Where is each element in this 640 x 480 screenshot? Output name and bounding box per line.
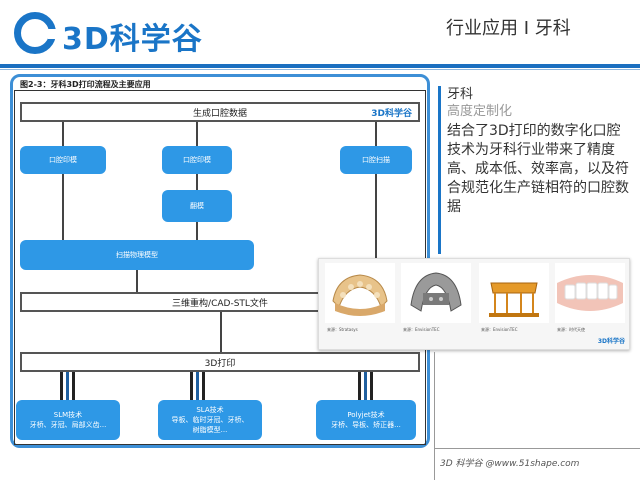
resin-framework-photo: [479, 263, 549, 323]
connector: [196, 122, 198, 146]
output-sla: SLA技术 导板、临时牙冠、牙桥、 树脂模型...: [158, 400, 262, 440]
photo-strip: 来源：Stratasys 来源：EnvisionTEC 来源：EnvisionT…: [318, 258, 630, 350]
metal-framework-photo: [401, 263, 471, 323]
connector: [62, 174, 64, 240]
header-divider: [0, 64, 640, 68]
node-mold: 翻模: [162, 190, 232, 222]
connector: [196, 222, 198, 240]
connector: [375, 174, 377, 292]
footer-side-line: [434, 352, 435, 480]
connector: [72, 372, 75, 400]
top-bar-label: 生成口腔数据: [192, 108, 247, 119]
node-oral-impression-2: 口腔印模: [162, 146, 232, 174]
connector: [220, 312, 222, 352]
connector: [202, 372, 205, 400]
footer-text: 3D 科学谷 @www.51shape.com: [440, 459, 580, 469]
photo-caption-1: 来源：Stratasys: [327, 327, 358, 332]
logo-text: 3D科学谷: [62, 22, 203, 57]
node-oral-scan: 口腔扫描: [340, 146, 412, 174]
panel-heading: 牙科: [447, 87, 474, 102]
connector: [196, 372, 199, 400]
output-slm-title: SLM技术: [53, 411, 83, 419]
connector: [190, 372, 193, 400]
logo-ring-icon: [14, 12, 58, 54]
footer-divider: [434, 448, 640, 449]
header-divider-thin: [0, 69, 640, 70]
photo-caption-2: 来源：EnvisionTEC: [403, 327, 440, 332]
connector: [375, 122, 377, 146]
connector: [60, 372, 63, 400]
page-title: 行业应用 I 牙科: [446, 18, 571, 39]
connector: [66, 372, 69, 400]
output-sla-desc-line2: 树脂模型...: [192, 426, 228, 434]
connector: [364, 372, 367, 400]
connector: [196, 174, 198, 190]
output-polyjet-desc: 牙桥、导板、矫正器...: [331, 421, 401, 429]
output-slm: SLM技术 牙桥、牙冠、局部义齿...: [16, 400, 120, 440]
photo-caption-3: 来源：EnvisionTEC: [481, 327, 518, 332]
figure-title: 图2-3：牙科3D打印流程及主要应用: [20, 80, 151, 89]
panel-subheading: 高度定制化: [447, 104, 513, 119]
connector: [62, 122, 64, 146]
connector: [370, 372, 373, 400]
dental-model-photo: [325, 263, 395, 323]
output-slm-desc: 牙桥、牙冠、局部义齿...: [29, 421, 107, 429]
diagram-logo: 3D科学谷: [371, 109, 412, 119]
node-scan-physical-model: 扫描物理模型: [20, 240, 254, 270]
output-sla-desc-line1: 导板、临时牙冠、牙桥、: [171, 416, 249, 424]
text-panel: 牙科 高度定制化 结合了3D打印的数字化口腔技术为牙科行业带来了精度高、成本低、…: [438, 86, 630, 254]
panel-body: 结合了3D打印的数字化口腔技术为牙科行业带来了精度高、成本低、效率高，以及符合规…: [447, 123, 629, 215]
node-oral-impression-1: 口腔印模: [20, 146, 106, 174]
logo: 3D科学谷: [14, 10, 234, 58]
photo-caption-4: 来源：时代天使: [557, 327, 585, 332]
connector: [136, 270, 138, 292]
output-sla-title: SLA技术: [196, 406, 224, 414]
print-bar: 3D打印: [20, 352, 420, 372]
output-polyjet: Polyjet技术 牙桥、导板、矫正器...: [316, 400, 416, 440]
output-polyjet-title: Polyjet技术: [347, 411, 385, 419]
top-bar: 生成口腔数据 3D科学谷: [20, 102, 420, 122]
teeth-aligner-photo: [555, 263, 625, 323]
photos-logo: 3D科学谷: [597, 338, 625, 345]
connector: [358, 372, 361, 400]
